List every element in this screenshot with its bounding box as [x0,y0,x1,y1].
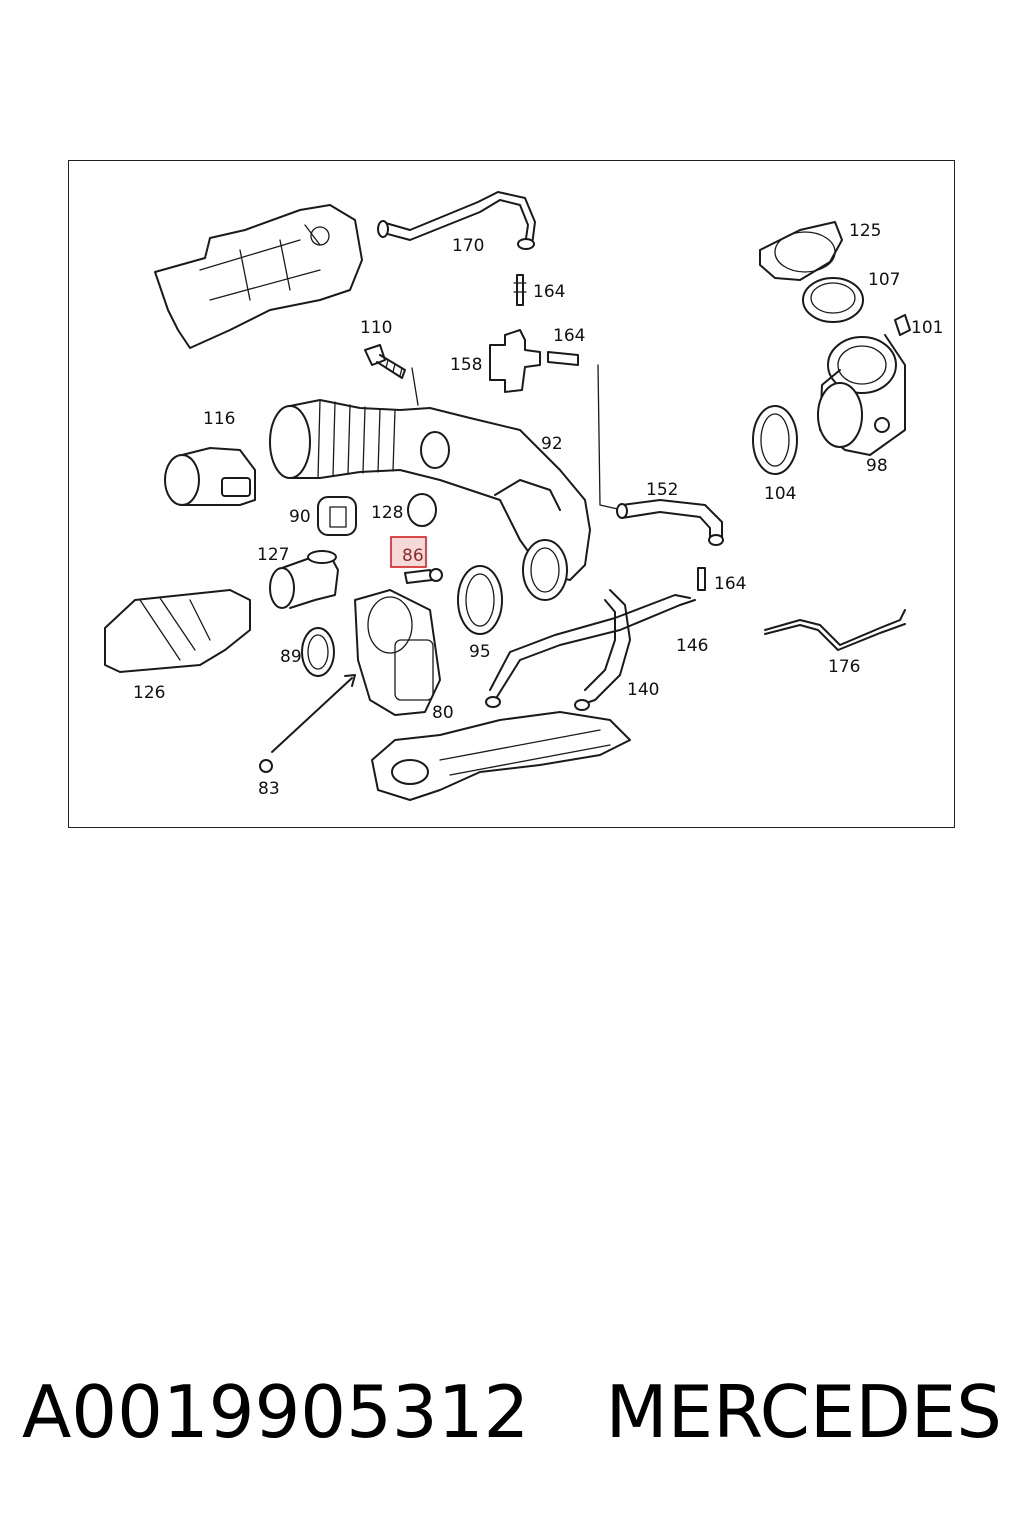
callout-164-right[interactable]: 164 [714,574,746,594]
callout-170[interactable]: 170 [452,236,484,256]
callout-101[interactable]: 101 [911,318,943,338]
callout-126[interactable]: 126 [133,683,165,703]
callout-164-mid[interactable]: 164 [553,326,585,346]
callout-146[interactable]: 146 [676,636,708,656]
callout-86-highlight [390,536,427,568]
callout-158[interactable]: 158 [450,355,482,375]
part-number: A0019905312 [22,1370,530,1454]
footer: A0019905312 MERCEDES [0,1370,1024,1470]
callout-92[interactable]: 92 [541,434,563,454]
callout-labels: 170 164 164 164 110 158 116 92 125 107 1… [133,221,943,799]
callout-152[interactable]: 152 [646,480,678,500]
callout-95[interactable]: 95 [469,642,491,662]
callout-128[interactable]: 128 [371,503,403,523]
callout-176[interactable]: 176 [828,657,860,677]
diagram-frame [68,160,955,828]
callout-98[interactable]: 98 [866,456,888,476]
callout-90[interactable]: 90 [289,507,311,527]
brand-name: MERCEDES [605,1370,1002,1454]
callout-86[interactable]: 86 [402,546,424,566]
callout-80[interactable]: 80 [432,703,454,723]
callout-83[interactable]: 83 [258,779,280,799]
callout-125[interactable]: 125 [849,221,881,241]
callout-140[interactable]: 140 [627,680,659,700]
callout-127[interactable]: 127 [257,545,289,565]
part-drawings [104,191,911,801]
callout-89[interactable]: 89 [280,647,302,667]
callout-107[interactable]: 107 [868,270,900,290]
callout-164-top[interactable]: 164 [533,282,565,302]
callout-116[interactable]: 116 [203,409,235,429]
callout-110[interactable]: 110 [360,318,392,338]
exploded-parts-diagram: 170 164 164 164 110 158 116 92 125 107 1… [104,191,943,801]
callout-104[interactable]: 104 [764,484,796,504]
